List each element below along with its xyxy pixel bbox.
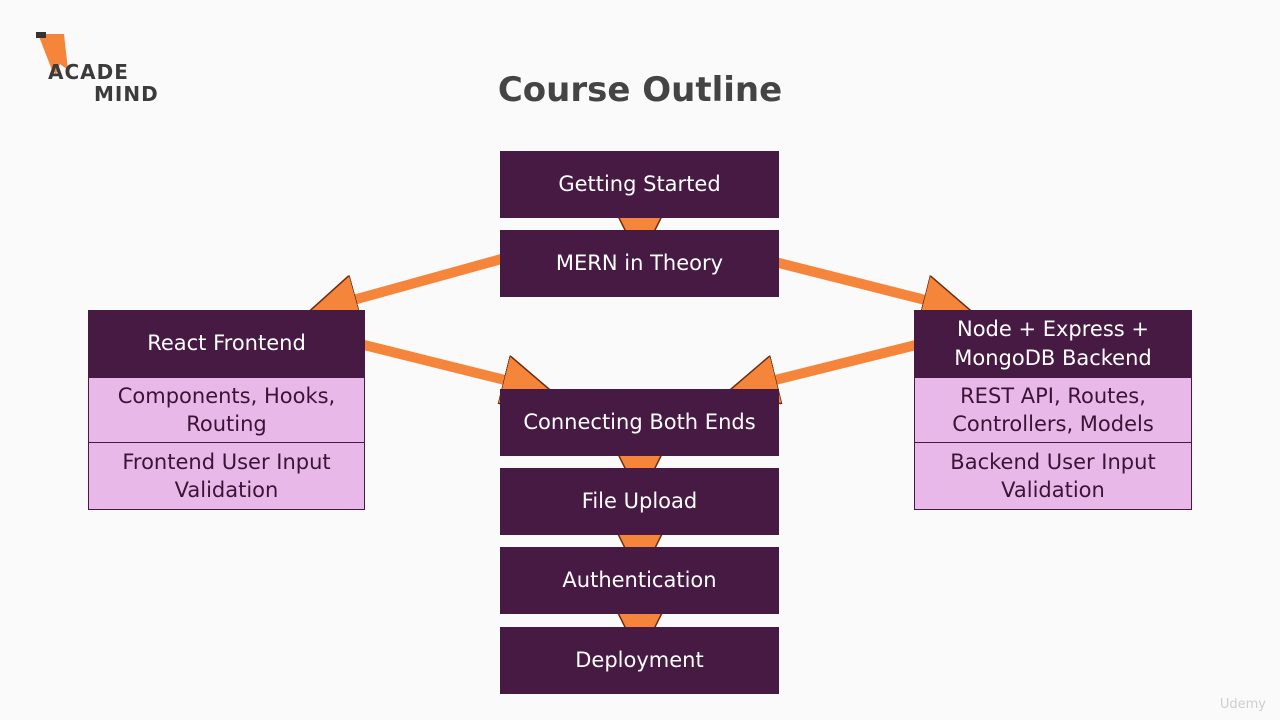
arrow-react-to-connecting (350, 337, 525, 385)
page-title: Course Outline (497, 70, 783, 110)
logo-text-line1: ACADE (48, 60, 129, 84)
backend-topic-rest-api: REST API, Routes, Controllers, Models (914, 377, 1192, 443)
step-file-upload: File Upload (500, 468, 779, 535)
step-mern-theory: MERN in Theory (500, 230, 779, 297)
react-topic-validation: Frontend User Input Validation (88, 443, 365, 510)
step-deployment: Deployment (500, 627, 779, 694)
logo-flag-icon (36, 32, 68, 74)
udemy-watermark: Udemy (1219, 697, 1266, 712)
arrow-mern-to-backend (773, 257, 945, 305)
step-authentication: Authentication (500, 547, 779, 614)
academind-logo: ACADE MIND (34, 30, 174, 110)
backend-header: Node + Express + MongoDB Backend (914, 310, 1192, 377)
react-frontend-header: React Frontend (88, 310, 365, 377)
react-topic-components: Components, Hooks, Routing (88, 377, 365, 443)
backend-topic-validation: Backend User Input Validation (914, 443, 1192, 510)
arrow-mern-to-react (335, 253, 507, 305)
arrow-backend-to-connecting (755, 337, 930, 385)
logo-text-line2: MIND (94, 82, 159, 106)
step-connecting-both-ends: Connecting Both Ends (500, 389, 779, 456)
step-getting-started: Getting Started (500, 151, 779, 218)
